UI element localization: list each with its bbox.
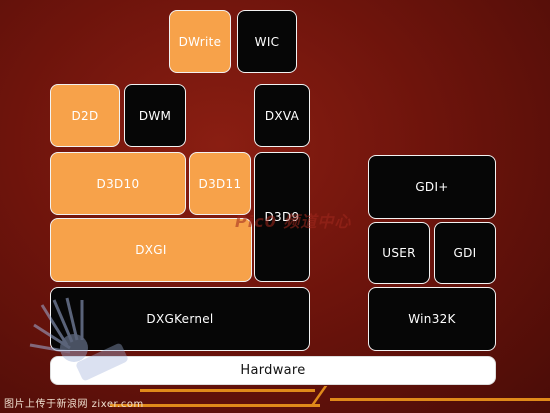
watermark-footer: 图片上传于新浪网 zixer.com (4, 399, 144, 410)
d3d11-block: D3D11 (189, 152, 251, 215)
dxva-block: DXVA (254, 84, 310, 147)
dxgkernel-block: DXGKernel (50, 287, 310, 351)
accent-line-left (140, 389, 315, 392)
gdiplus-block: GDI+ (368, 155, 496, 219)
hardware-block: Hardware (50, 356, 496, 385)
d3d10-block: D3D10 (50, 152, 186, 215)
dwrite-block: DWrite (169, 10, 231, 73)
dwm-block: DWM (124, 84, 186, 147)
watermark-logo-icon (29, 297, 128, 381)
win32k-block: Win32K (368, 287, 496, 351)
d3d9-block: D3D9 (254, 152, 310, 282)
user-block: USER (368, 222, 430, 284)
watermark-center-text: Pic0 频道中心 (235, 212, 352, 231)
accent-line-right (330, 398, 550, 401)
d2d-block: D2D (50, 84, 120, 147)
accent-line-bottom (110, 404, 320, 407)
dxgi-block: DXGI (50, 218, 252, 282)
wic-block: WIC (237, 10, 297, 73)
gdi-block: GDI (434, 222, 496, 284)
